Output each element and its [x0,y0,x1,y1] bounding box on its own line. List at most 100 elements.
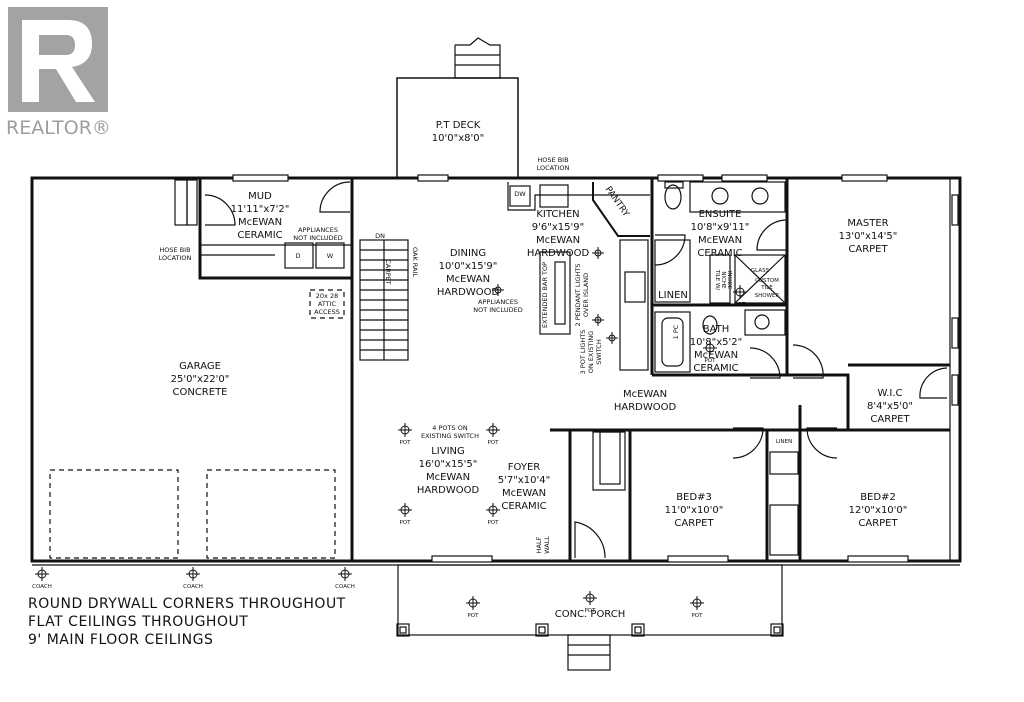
wic-size: 8'4"x5'0" [867,401,913,412]
attic-1: 20x 28 [316,292,338,300]
bar-top: EXTENDED BAR TOP [541,262,549,328]
porch-post [535,623,549,637]
pendants-2: OVER ISLAND [582,273,590,317]
foyer-floor2: CERAMIC [501,501,546,512]
shower-1: GLASS [751,268,770,274]
bath-floor1: McEWAN [694,350,738,361]
garage-size: 25'0"x22'0" [171,374,230,385]
note-drywall: ROUND DRYWALL CORNERS THROUGHOUT [28,596,346,612]
dining-appliances-2: NOT INCLUDED [473,306,523,314]
hall-floor2: HARDWOOD [614,402,677,413]
note-ceilings: FLAT CEILINGS THROUGHOUT [28,614,248,630]
hose-bib-top-1: HOSE BIB [537,156,568,164]
dining-floor1: McEWAN [446,274,490,285]
porch-name: CONC. PORCH [555,609,626,620]
porch-post [396,623,410,637]
dining-appliances-1: APPLIANCES [478,298,518,306]
wic-floor: CARPET [870,414,910,425]
pantry-label: PANTRY [603,185,631,219]
porch-post-inner [634,626,642,634]
bed2-size: 12'0"x10'0" [849,505,908,516]
bed2-name: BED#2 [860,492,896,503]
walls [30,37,962,671]
bed3-name: BED#3 [676,492,712,503]
pot-dining-1: 3 POT LIGHTS [579,330,587,375]
master-name: MASTER [847,218,888,229]
bed3-floor: CARPET [674,518,714,529]
coach-light-label: COACH [183,584,203,590]
shower-4: SHOWER [755,293,780,299]
attic-3: ACCESS [314,308,340,316]
coach-lights: COACH COACH COACH [32,567,355,590]
porch-post [631,623,645,637]
ensuite-name: ENSUITE [699,209,742,220]
dining-size: 10'0"x15'9" [439,261,498,272]
garage-floor: CONCRETE [172,387,227,398]
pot-dining-3: SWITCH [595,339,603,365]
living-floor2: HARDWOOD [417,485,480,496]
linen-small: LINEN [776,439,792,445]
kitchen-name: KITCHEN [536,209,579,220]
pot-light-label: POT [487,520,499,526]
mud-name: MUD [248,191,272,202]
deck-name: P.T DECK [436,120,481,131]
ensuite-floor2: CERAMIC [697,248,742,259]
note-height: 9' MAIN FLOOR CEILINGS [28,632,213,648]
half-wall-2: WALL [543,536,551,554]
living-pots-1: 4 POTS ON [432,424,468,432]
pot-light-label: POT [487,440,499,446]
coach-light-label: COACH [32,584,52,590]
pot-light-label: POT [734,302,746,308]
wic-name: W.I.C [877,388,902,399]
tub-label: 1 PC [672,324,680,339]
niche-2: NICHE [720,271,726,289]
dining-floor2: HARDWOOD [437,287,500,298]
master-floor: CARPET [848,244,888,255]
mud-floor: CERAMIC [237,230,282,241]
windows [232,174,959,563]
linen-large: LINEN [658,290,688,301]
dishwasher: DW [514,190,526,198]
porch-post-inner [399,626,407,634]
pot-light-label: POT [467,613,479,619]
pot-light-label: POT [399,520,411,526]
pot-light-label: POT [704,358,716,364]
bed3-size: 11'0"x10'0" [665,505,724,516]
bath-size: 10'8"x5'2" [690,337,742,348]
coach-light-label: COACH [335,584,355,590]
pendants-1: 2 PENDANT LIGHTS [574,264,582,327]
pot-dining-2: ON EXISTING [587,331,595,373]
foyer-floor1: McEWAN [502,488,546,499]
logo-wordmark: REALTOR® [6,117,111,139]
pot-light-label: POT [584,608,596,614]
half-wall-1: HALF [535,536,543,553]
porch-post [770,623,784,637]
bath-name: BATH [703,324,730,335]
mud-appliances-2: NOT INCLUDED [293,234,343,242]
living-size: 16'0"x15'5" [419,459,478,470]
ensuite-size: 10'8"x9'11" [691,222,750,233]
shower-2: CUSTOM [755,278,779,284]
living-floor1: McEWAN [426,472,470,483]
foyer-size: 5'7"x10'4" [498,475,550,486]
hose-bib-left-1: HOSE BIB [159,246,190,254]
mud-appliances-1: APPLIANCES [298,226,338,234]
washer-label: W [327,252,334,260]
porch-post-inner [773,626,781,634]
living-name: LIVING [431,446,465,457]
hose-bib-top-2: LOCATION [537,164,570,172]
kitchen-floor1: McEWAN [536,235,580,246]
doors [204,181,948,559]
stair-carpet: CARPET [384,259,392,285]
mud-size: 11'11"x7'2" [231,204,290,215]
pot-light-label: POT [399,440,411,446]
niche-3: INSIDE [726,271,732,290]
bath-floor2: CERAMIC [693,363,738,374]
kitchen-size: 9'6"x15'9" [532,222,584,233]
deck-size: 10'0"x8'0" [432,133,484,144]
realtor-logo: REALTOR® [6,7,111,139]
porch-post-inner [538,626,546,634]
shower-3: TILE [760,285,773,291]
